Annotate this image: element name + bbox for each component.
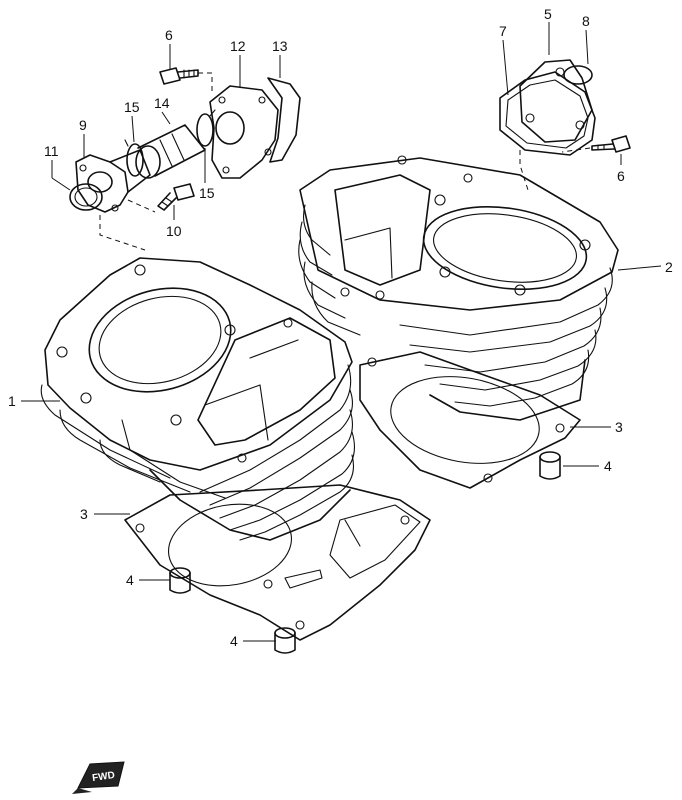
callout-11: 11 <box>44 143 59 159</box>
water-hose <box>135 124 206 179</box>
dowel-pin-lower <box>274 627 296 654</box>
bolt-union <box>157 183 195 211</box>
callout-13: 13 <box>272 38 288 54</box>
callout-4-lower: 4 <box>230 633 238 649</box>
forward-arrow-icon: FWD <box>72 761 125 794</box>
bolt-upper-left <box>159 67 199 85</box>
callout-10: 10 <box>166 223 182 239</box>
o-ring-union <box>69 183 103 211</box>
leader-lines <box>21 22 662 642</box>
callout-14: 14 <box>154 95 170 111</box>
hose-clamp-a <box>124 139 144 177</box>
callout-8: 8 <box>582 13 590 29</box>
assembly-line-bolt <box>198 72 213 92</box>
callout-7: 7 <box>499 23 507 39</box>
water-outlet-fitting <box>209 85 279 179</box>
callout-3-lower: 3 <box>80 506 88 522</box>
assembly-line-cover <box>519 150 529 191</box>
callout-15-right: 15 <box>199 185 215 201</box>
dowel-pin-middle <box>169 567 191 594</box>
rear-cylinder <box>298 155 619 421</box>
rear-base-gasket <box>359 351 581 489</box>
assembly-line-union-bolt <box>127 199 156 213</box>
fwd-label: FWD <box>92 770 116 784</box>
outlet-gasket <box>267 77 301 163</box>
callout-4-middle: 4 <box>126 572 134 588</box>
dowel-pin-right <box>539 451 561 480</box>
callout-6-left: 6 <box>165 27 173 43</box>
cover-gasket <box>499 71 596 156</box>
callout-5: 5 <box>544 6 552 22</box>
cover-plate <box>519 59 593 143</box>
bolt-right <box>591 135 631 153</box>
callout-2: 2 <box>665 259 673 275</box>
front-base-gasket <box>124 484 431 641</box>
callout-3-upper: 3 <box>615 419 623 435</box>
front-cylinder <box>40 257 355 541</box>
water-union-fitting <box>75 149 151 213</box>
callout-9: 9 <box>79 117 87 133</box>
callout-6-right: 6 <box>617 168 625 184</box>
o-ring-cover <box>563 65 593 85</box>
callout-1: 1 <box>8 393 16 409</box>
callout-4-right: 4 <box>604 458 612 474</box>
callout-15-left: 15 <box>124 99 140 115</box>
assembly-line-right-bolt <box>561 147 591 153</box>
assembly-line-union <box>99 215 146 251</box>
callout-12: 12 <box>230 38 246 54</box>
